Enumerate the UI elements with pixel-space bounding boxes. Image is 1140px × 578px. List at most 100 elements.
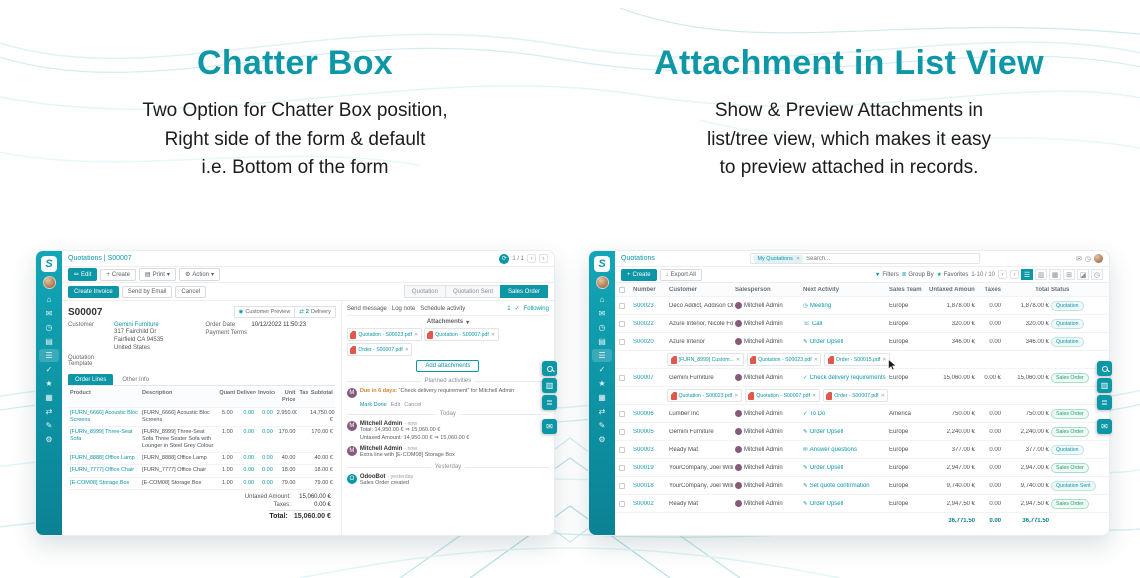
col-number[interactable]: Number — [633, 286, 656, 293]
attachment-chip[interactable]: Order - S00007.pdf — [346, 343, 413, 356]
select-all-checkbox[interactable] — [619, 286, 625, 293]
quotation-row[interactable]: S00019 YourCompany, Joel Willis Mitchell… — [615, 459, 1109, 477]
following-button[interactable]: Following — [523, 305, 549, 312]
quotation-row[interactable]: S00023 Deco Addict, Addison Olson Mitche… — [615, 297, 1109, 315]
schedule-activity-tab[interactable]: Schedule activity — [420, 305, 466, 312]
tab-order-lines[interactable]: Order Lines — [68, 374, 114, 386]
graph-view-icon[interactable]: ◪ — [1077, 269, 1089, 280]
row-checkbox[interactable] — [619, 428, 625, 435]
remove-attachment-icon[interactable] — [736, 357, 740, 363]
chat-tool-button[interactable]: ✉ — [1097, 419, 1112, 434]
calendar-view-icon[interactable]: ▦ — [1049, 269, 1061, 280]
col-untaxed-amount[interactable]: Untaxed Amount — [929, 286, 975, 293]
user-avatar[interactable] — [1094, 254, 1103, 263]
order-line-row[interactable]: [FURN_8888] Office Lamp [FURN_8888] Offi… — [68, 453, 335, 466]
sidebar-app-icon[interactable]: ▤ — [39, 335, 59, 348]
row-checkbox[interactable] — [619, 446, 625, 453]
sync-icon[interactable]: ⟳ — [499, 253, 510, 264]
attachment-chip[interactable]: Quotation - S00007.pdf — [744, 389, 820, 402]
search-tool-button[interactable] — [542, 361, 557, 376]
create-invoice-button[interactable]: Create Invoice — [68, 285, 119, 298]
filter-chip[interactable]: My Quotations — [754, 254, 804, 263]
attachment-chip[interactable]: Quotation - S00023.pdf — [746, 353, 822, 366]
attachment-chip[interactable]: Order - S00015.pdf — [824, 353, 891, 366]
stage-quotation[interactable]: Quotation — [403, 285, 446, 298]
quotation-row[interactable]: S00020 Azure Interior Mitchell Admin ✎Or… — [615, 333, 1109, 351]
user-avatar[interactable] — [595, 276, 609, 289]
sidebar-app-icon[interactable]: ◷ — [592, 321, 612, 334]
sidebar-app-icon[interactable]: ▤ — [592, 335, 612, 348]
send-by-email-button[interactable]: Send by Email — [121, 285, 173, 298]
print-button[interactable]: ▤Print▾ — [138, 268, 176, 281]
remove-attachment-icon[interactable] — [491, 332, 495, 338]
quotation-row[interactable]: S00007 Gemini Furniture Mitchell Admin ✓… — [615, 369, 1109, 387]
sidebar-app-icon[interactable]: ★ — [39, 377, 59, 390]
cancel-button[interactable]: Cancel — [175, 285, 207, 298]
activity-view-icon[interactable]: ◷ — [1091, 269, 1103, 280]
row-checkbox[interactable] — [619, 320, 625, 327]
order-line-row[interactable]: [FURN_6666] Acoustic Bloc Screens [FURN_… — [68, 408, 335, 427]
remove-attachment-icon[interactable] — [812, 393, 816, 399]
sidebar-app-icon[interactable]: ☰ — [592, 349, 612, 362]
quotation-row[interactable]: S00018 YourCompany, Joel Willis Mitchell… — [615, 477, 1109, 495]
row-checkbox[interactable] — [619, 464, 625, 471]
row-checkbox[interactable] — [619, 500, 625, 507]
attachment-chip[interactable]: Quotation - S00007.pdf — [423, 328, 499, 341]
attachment-chip[interactable]: [FURN_8999] Custom... — [667, 353, 744, 366]
col-taxes[interactable]: Taxes — [299, 390, 309, 397]
search-tool-button[interactable] — [1097, 361, 1112, 376]
sidebar-app-icon[interactable]: ⌂ — [39, 293, 59, 306]
next-page-icon[interactable]: › — [1010, 270, 1019, 279]
action-button[interactable]: ⚙Action▾ — [178, 268, 221, 281]
mark-done-button[interactable]: Mark Done — [359, 402, 387, 408]
kanban-view-icon[interactable]: ▥ — [1035, 269, 1047, 280]
remove-attachment-icon[interactable] — [734, 393, 738, 399]
menu-tool-button[interactable]: ≣ — [542, 395, 557, 410]
app-logo[interactable]: S — [594, 256, 610, 272]
tab-other-info[interactable]: Other Info — [122, 376, 150, 383]
user-avatar[interactable] — [42, 276, 56, 289]
remove-attachment-icon[interactable] — [814, 357, 818, 363]
sidebar-app-icon[interactable]: ▦ — [592, 391, 612, 404]
sidebar-app-icon[interactable]: ✓ — [592, 363, 612, 376]
activities-icon[interactable]: ◷ — [1084, 255, 1091, 263]
create-button[interactable]: +Create — [100, 268, 136, 281]
add-attachments-button[interactable]: Add attachments — [416, 360, 480, 372]
search-bar[interactable]: My Quotations — [750, 253, 981, 264]
create-button[interactable]: +Create — [621, 268, 657, 281]
pivot-view-icon[interactable]: ⊞ — [1063, 269, 1075, 280]
page-title[interactable]: Quotations — [621, 255, 655, 262]
remove-attachment-icon[interactable] — [405, 347, 409, 353]
chat-tool-button[interactable]: ✉ — [542, 419, 557, 434]
sidebar-app-icon[interactable]: ▦ — [39, 391, 59, 404]
sidebar-app-icon[interactable]: ✉ — [39, 307, 59, 320]
edit-button[interactable]: ✏Edit — [68, 268, 98, 281]
stage-sales-order[interactable]: Sales Order — [499, 285, 548, 298]
sidebar-app-icon[interactable]: ⚙ — [39, 433, 59, 446]
remove-attachment-icon[interactable] — [882, 357, 886, 363]
sidebar-app-icon[interactable]: ◷ — [39, 321, 59, 334]
col-next-activity[interactable]: Next Activity — [803, 286, 840, 293]
sidebar-app-icon[interactable]: ⚙ — [592, 433, 612, 446]
sidebar-app-icon[interactable]: ✉ — [592, 307, 612, 320]
quotation-row[interactable]: S00005 Gemini Furniture Mitchell Admin ✎… — [615, 423, 1109, 441]
search-input[interactable] — [806, 255, 867, 262]
order-line-row[interactable]: [E-COM08] Storage Box [E-COM08] Storage … — [68, 478, 335, 490]
stage-quotation-sent[interactable]: Quotation Sent — [444, 285, 501, 298]
col-quantity[interactable]: Quantity — [219, 390, 234, 397]
list-view-icon[interactable]: ☰ — [1021, 269, 1033, 280]
sidebar-app-icon[interactable]: ☰ — [39, 349, 59, 362]
quotation-row[interactable]: S00002 Ready Mat Mitchell Admin ✎Order U… — [615, 495, 1109, 513]
sidebar-app-icon[interactable]: ⇄ — [592, 405, 612, 418]
group-by-button[interactable]: ≣Group By — [902, 272, 934, 278]
prev-page-icon[interactable]: ‹ — [998, 270, 1007, 279]
col-total[interactable]: Total — [1035, 286, 1049, 293]
col-taxes[interactable]: Taxes — [984, 286, 1001, 293]
row-checkbox[interactable] — [619, 302, 625, 309]
row-checkbox[interactable] — [619, 410, 625, 417]
breadcrumb[interactable]: Quotations | S00007 — [68, 255, 132, 262]
sidebar-app-icon[interactable]: ✎ — [39, 419, 59, 432]
quotation-row[interactable]: S00022 Azure Interior, Nicole Ford Mitch… — [615, 315, 1109, 333]
remove-attachment-icon[interactable] — [881, 393, 885, 399]
col-invoiced[interactable]: Invoiced — [258, 390, 275, 397]
